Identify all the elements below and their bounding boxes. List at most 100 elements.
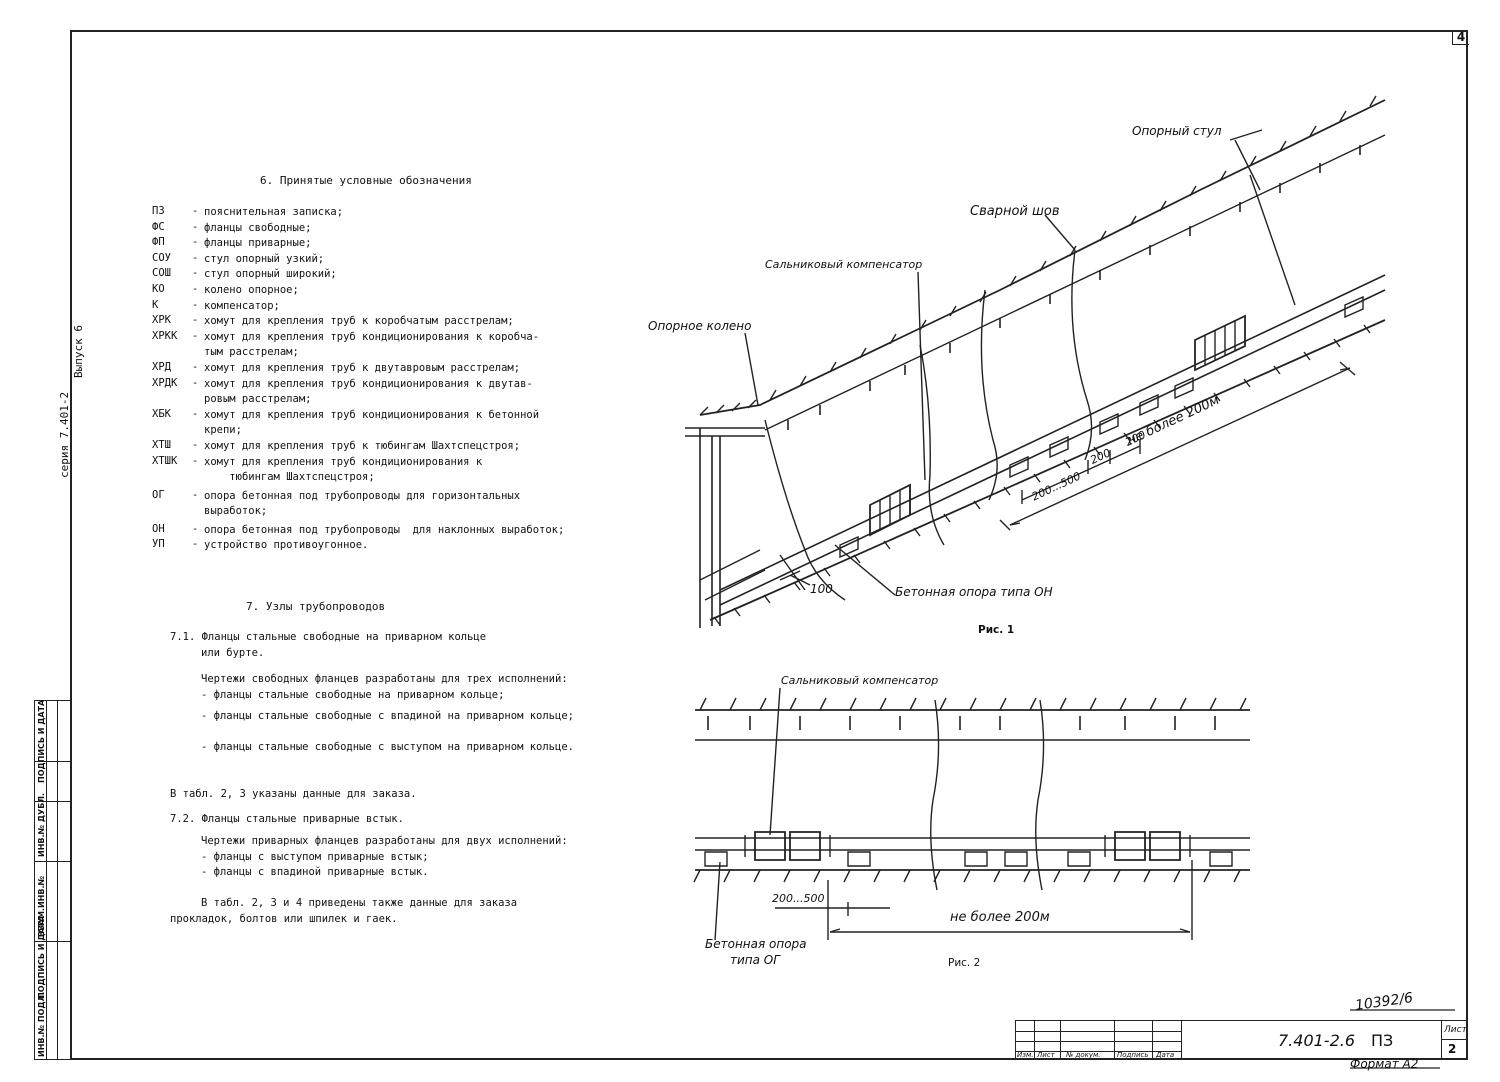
- legend-text: пояснительная записка;: [204, 206, 344, 218]
- legend-text: опора бетонная под трубопроводы для накл…: [204, 523, 565, 536]
- p71-item-3: - фланцы стальные свободные с выступом н…: [201, 741, 574, 753]
- sheet-number: 2: [1448, 1042, 1457, 1056]
- figure-2-drawing: [693, 687, 1250, 941]
- legend-item: ФС-фланцы свободные;: [152, 221, 592, 237]
- fig1-label-support: Бетонная опора типа ОН: [895, 585, 1053, 599]
- legend-dash: -: [192, 454, 199, 467]
- legend-dash: -: [192, 360, 199, 373]
- legend-item: ОН -опора бетонная под трубопроводы для н…: [152, 523, 592, 539]
- legend-item: ХРКК -хомут для крепления труб кондициони…: [152, 330, 592, 361]
- legend-abbr: УП: [152, 538, 165, 551]
- legend-abbr: ФС: [152, 220, 165, 233]
- legend-text: колено опорное;: [204, 283, 299, 296]
- legend-item: УП-устройство противоугонное.: [152, 538, 592, 554]
- legend-abbr: ХРКК: [152, 329, 178, 342]
- p71-order: В табл. 2, 3 указаны данные для заказа.: [170, 788, 417, 800]
- doc-code: 7.401-2.6: [1278, 1031, 1356, 1050]
- sheet-frame: [70, 30, 1468, 1060]
- p72-heading: 7.2. Фланцы стальные приварные встык.: [170, 813, 404, 825]
- fig2-label-support-1: Бетонная опора: [705, 937, 807, 951]
- p71-heading-cont: или бурте.: [201, 647, 265, 659]
- legend-item: ОГ-опора бетонная под трубопроводы для г…: [152, 489, 592, 520]
- legend-item: ПЗ -пояснительная записка;: [152, 205, 592, 221]
- legend-dash: -: [192, 220, 199, 233]
- legend-abbr: ФП: [152, 236, 165, 249]
- stamp-decor: [1350, 1009, 1455, 1069]
- fig1-caption: Рис. 1: [978, 624, 1015, 636]
- corner-page-number: 4: [1452, 30, 1469, 45]
- doc-type: ПЗ: [1371, 1031, 1394, 1050]
- legend-text: опора бетонная под трубопроводы для гори…: [204, 489, 521, 518]
- legend-text: компенсатор;: [204, 299, 280, 312]
- legend-dash: -: [192, 329, 199, 342]
- legend-dash: -: [192, 438, 199, 451]
- legend-abbr: ХРК: [152, 314, 171, 327]
- format-label: Формат А2: [1350, 1057, 1419, 1071]
- p72-order-2: прокладок, болтов или шпилек и гаек.: [170, 913, 398, 925]
- legend-text: хомут для крепления труб к коробчатым ра…: [204, 315, 514, 328]
- p72-item-2: - фланцы с впадиной приварные встык.: [201, 866, 429, 878]
- legend-text: хомут для крепления труб кондиционирован…: [204, 455, 483, 484]
- fig2-label-compensator: Сальниковый компенсатор: [781, 674, 939, 687]
- stamp-col-sign: Подпись: [1117, 1051, 1149, 1059]
- fig2-label-support-2: типа ОГ: [730, 953, 780, 967]
- fig1-beam-marks: [787, 145, 1361, 430]
- legend-text: стул опорный широкий;: [204, 268, 337, 281]
- legend-abbr: ОН: [152, 522, 165, 535]
- legend-dash: -: [192, 314, 199, 327]
- p71-item-2: - фланцы стальные свободные с впадиной н…: [201, 710, 574, 722]
- stamp-col-doc: № докум.: [1066, 1051, 1101, 1059]
- legend-item: СОУ -стул опорный узкий;: [152, 252, 592, 268]
- legend-item: ФП-фланцы приварные;: [152, 236, 592, 252]
- fig2-caption: Рис. 2: [948, 957, 981, 969]
- legend-dash: -: [192, 282, 199, 295]
- legend-abbr: ХБК: [152, 407, 171, 420]
- legend-abbr: СОШ: [152, 267, 171, 280]
- p71-intro: Чертежи свободных фланцев разработаны дл…: [201, 673, 568, 685]
- legend-text: хомут для крепления труб кондиционирован…: [204, 330, 540, 359]
- fig1-compensator-1: [869, 483, 911, 537]
- legend-text: хомут для крепления труб к тюбингам Шахт…: [204, 439, 521, 452]
- p71-item-1: - фланцы стальные свободные на приварном…: [201, 689, 505, 701]
- legend-item: ХРДК -хомут для крепления труб кондициони…: [152, 377, 592, 408]
- section6-title: 6. Принятые условные обозначения: [260, 174, 472, 187]
- legend-text: хомут для крепления труб к двутавровым р…: [204, 361, 521, 374]
- legend-abbr: К: [152, 298, 159, 311]
- fig2-dim-200-500: 200...500: [772, 892, 825, 905]
- legend-text: хомут для крепления труб кондиционирован…: [204, 377, 533, 406]
- legend-abbr: КО: [152, 282, 165, 295]
- p72-intro: Чертежи приварных фланцев разработаны дл…: [201, 835, 568, 847]
- legend-item: ХТШК -хомут для крепления труб кондициони…: [152, 455, 592, 486]
- fig2-dim-max: не более 200м: [950, 910, 1050, 925]
- legend-abbr: ХРДК: [152, 376, 178, 389]
- legend-dash: -: [192, 376, 199, 389]
- legend-abbr: СОУ: [152, 251, 171, 264]
- legend-abbr: ХТШК: [152, 454, 178, 467]
- legend-text: фланцы приварные;: [204, 237, 312, 250]
- fig1-dim-100: 100: [810, 582, 833, 596]
- legend-abbr: ХТШ: [152, 438, 171, 451]
- legend-item: ХБК-хомут для крепления труб кондиционир…: [152, 408, 592, 439]
- title-block: Изм. Лист № докум. Подпись Дата 7.401-2.…: [1015, 1020, 1468, 1060]
- legend-dash: -: [192, 522, 199, 535]
- fig1-compensator-2: [1194, 314, 1246, 372]
- p72-item-1: - фланцы с выступом приварные встык;: [201, 851, 429, 863]
- legend-dash: -: [192, 251, 199, 264]
- fig1-label-compensator: Сальниковый компенсатор: [765, 258, 923, 271]
- p72-order-1: В табл. 2, 3 и 4 приведены также данные …: [201, 897, 518, 909]
- signature-strip: ИНВ.№ ПОДЛ. ПОДПИСЬ И ДАТА ВЗАМ.ИНВ.№ ИН…: [34, 700, 70, 1060]
- stamp-col-izm: Изм.: [1017, 1051, 1034, 1059]
- legend-text: стул опорный узкий;: [204, 252, 325, 265]
- fig1-label-elbow: Опорное колено: [648, 319, 752, 333]
- legend-dash: -: [192, 205, 199, 217]
- section7-title: 7. Узлы трубопроводов: [246, 600, 386, 613]
- legend-text: устройство противоугонное.: [204, 539, 369, 552]
- legend-abbr: ПЗ: [152, 205, 165, 217]
- legend-item: ХРК -хомут для крепления труб к коробчаты…: [152, 314, 592, 330]
- legend-item: ХТШ -хомут для крепления труб к тюбингам …: [152, 439, 592, 455]
- legend-item: СОШ-стул опорный широкий;: [152, 267, 592, 283]
- stamp-col-list: Лист: [1037, 1051, 1055, 1059]
- fig2-beam-marks: [707, 716, 1216, 730]
- p71-heading: 7.1. Фланцы стальные свободные на привар…: [170, 631, 487, 643]
